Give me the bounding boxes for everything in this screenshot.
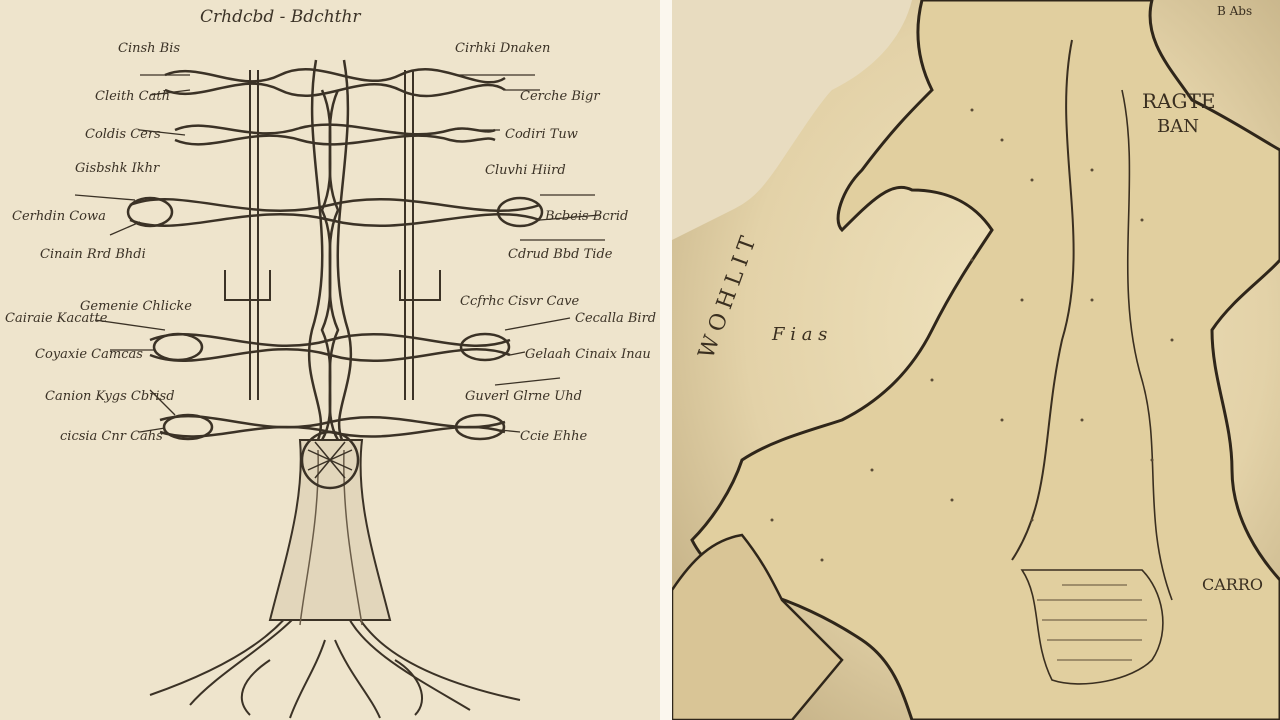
sea-label: WOHLIT [694, 228, 763, 362]
right-label: Gelaah Cinaix Inau [525, 347, 651, 362]
right-label: Codiri Tuw [505, 127, 578, 142]
left-label: Canion Kygs Cbrisd [45, 389, 175, 404]
sea-letters: F i a s [771, 324, 827, 345]
left-label: Cleith Cath [95, 89, 170, 104]
right-label: Cdrud Bbd Tide [508, 247, 613, 262]
trunk-shading-line [343, 449, 363, 626]
right-label: Bcbeis Bcrid [544, 209, 628, 224]
border-line [1011, 39, 1075, 561]
left-label: Cairaie Kacatte [5, 311, 108, 326]
right-label: Guverl Glrne Uhd [465, 389, 582, 404]
left-label: Cinsh Bis [118, 41, 180, 56]
left-label: Coyaxie Camcas [35, 347, 143, 362]
right-label: Cecalla Bird [575, 311, 656, 326]
right-label: Ccfrhc Cisvr Cave [460, 294, 580, 309]
left-label: cicsia Cnr Cahs [60, 429, 163, 444]
river-line [1121, 89, 1173, 601]
tree-diagram: Crhdcbd - Bdchthr Cinsh Bis Cleith Cath … [5, 7, 656, 719]
map-corner-note: B Abs [1217, 4, 1252, 18]
antique-map: RAGTE BAN B Abs WOHLIT F i a s CARRO [672, 0, 1280, 720]
left-label-group: Cinsh Bis Cleith Cath Coldis Cers Gisbsh… [5, 41, 192, 444]
right-label: Cluvhi Hiird [485, 163, 566, 178]
tree-diagram-panel: Crhdcbd - Bdchthr Cinsh Bis Cleith Cath … [5, 7, 657, 719]
left-label: Cinain Rrd Bhdi [40, 247, 146, 262]
county-hatching [1037, 584, 1147, 661]
diagram-title: Crhdcbd - Bdchthr [200, 7, 361, 27]
left-label: Cerhdin Cowa [12, 209, 106, 224]
map-corner-label: CARRO [1202, 575, 1263, 594]
antique-map-panel: RAGTE BAN B Abs WOHLIT F i a s CARRO [672, 0, 1280, 720]
tree-trunk-base [268, 439, 392, 621]
map-title-line1: RAGTE [1142, 89, 1215, 113]
map-town-marks [770, 108, 1174, 562]
left-label: Gemenie Chlicke [80, 299, 192, 314]
peninsula [672, 533, 844, 720]
right-label: Cerche Bigr [520, 89, 600, 104]
panel-divider [660, 0, 672, 720]
celtic-knot-weave [307, 441, 353, 479]
map-title-line2: BAN [1157, 116, 1199, 137]
right-label-group: Cirhki Dnaken Cerche Bigr Codiri Tuw Clu… [455, 41, 656, 444]
county-outline [1020, 569, 1164, 685]
right-label: Ccie Ehhe [520, 429, 587, 444]
land-mass [690, 0, 1280, 720]
knot-branches [126, 68, 544, 441]
sea-area [672, 0, 912, 240]
vertical-vines [224, 70, 441, 400]
left-label: Gisbshk Ikhr [75, 161, 160, 176]
braided-trunk [307, 59, 353, 441]
leader-lines [74, 74, 605, 433]
right-label: Cirhki Dnaken [455, 41, 550, 56]
left-label: Coldis Cers [85, 127, 161, 142]
